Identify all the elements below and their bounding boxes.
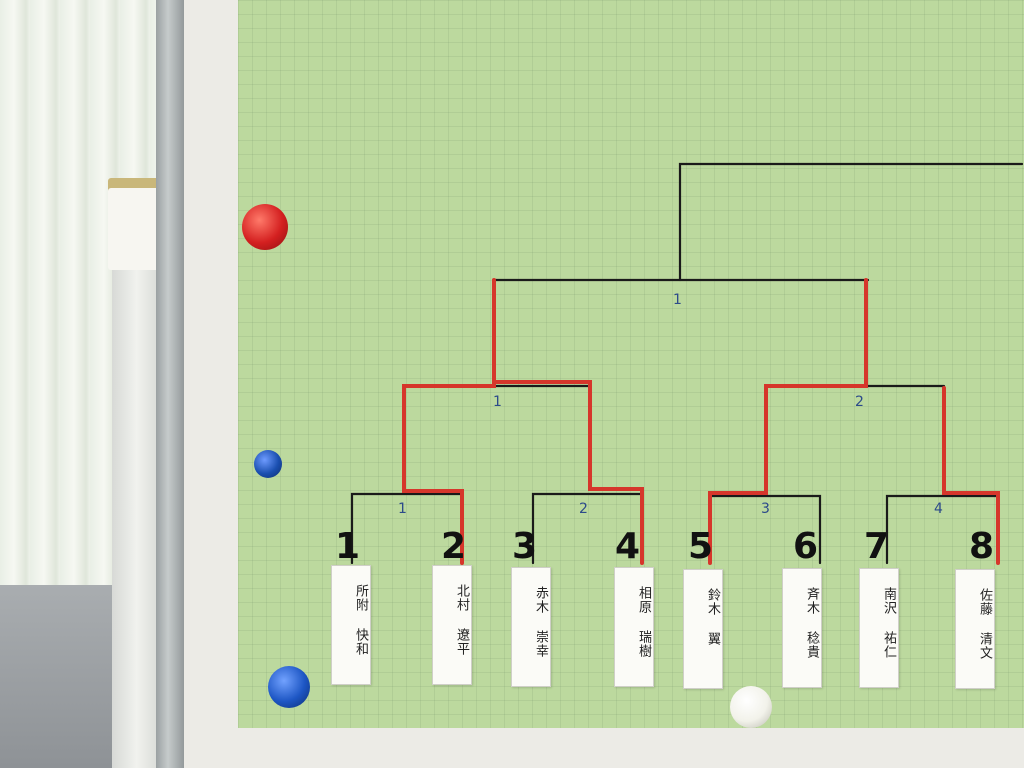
seed-number: 3 xyxy=(512,526,538,567)
semifinal-match-number: 1 xyxy=(673,292,682,308)
winner-path-seed-4 xyxy=(492,380,644,565)
pillar-cap xyxy=(108,178,160,270)
round1-match-number: 4 xyxy=(934,501,943,517)
player-surname: 鈴木 xyxy=(705,588,720,616)
player-given-name: 稔貴 xyxy=(804,631,819,659)
player-given-name: 清文 xyxy=(977,632,992,660)
winner-path-seed-2 xyxy=(402,278,496,565)
round1-match-number: 1 xyxy=(398,501,407,517)
round1-match-number: 2 xyxy=(579,501,588,517)
player-surname: 相原 xyxy=(636,586,651,614)
player-surname: 北村 xyxy=(454,584,469,612)
red-magnet[interactable] xyxy=(242,204,288,250)
blue-magnet-large[interactable] xyxy=(268,666,310,708)
white-magnet[interactable] xyxy=(730,686,772,728)
round2-match-number: 1 xyxy=(493,394,502,410)
player-surname: 所附 xyxy=(353,584,368,612)
player-surname: 赤木 xyxy=(533,586,548,614)
seed-number: 2 xyxy=(441,526,467,567)
player-surname: 南沢 xyxy=(881,587,896,615)
seed-number: 8 xyxy=(969,526,995,567)
winner-path-seed-8 xyxy=(942,386,1000,565)
player-nameplate: 相原瑞樹 xyxy=(614,567,654,687)
seed-number: 1 xyxy=(335,526,361,567)
player-given-name: 瑞樹 xyxy=(636,630,651,658)
round2-match-number: 2 xyxy=(855,394,864,410)
whiteboard-frame xyxy=(156,0,186,768)
bracket-lines xyxy=(350,162,1024,565)
player-nameplate: 北村遼平 xyxy=(432,565,472,685)
player-given-name: 快和 xyxy=(353,628,368,656)
player-given-name: 崇幸 xyxy=(533,630,548,658)
player-nameplate: 斉木稔貴 xyxy=(782,568,822,688)
player-nameplate: 赤木崇幸 xyxy=(511,567,551,687)
round1-match-number: 3 xyxy=(761,501,770,517)
winner-highlight-lines xyxy=(402,278,1000,565)
seed-number: 6 xyxy=(793,526,819,567)
seed-number: 7 xyxy=(864,526,890,567)
player-surname: 佐藤 xyxy=(977,588,992,616)
blue-magnet-small[interactable] xyxy=(254,450,282,478)
player-nameplate: 鈴木翼 xyxy=(683,569,723,689)
winner-path-seed-5 xyxy=(708,278,868,565)
player-given-name: 翼 xyxy=(705,632,720,646)
player-surname: 斉木 xyxy=(804,587,819,615)
player-given-name: 祐仁 xyxy=(881,631,896,659)
player-nameplate: 所附快和 xyxy=(331,565,371,685)
player-given-name: 遼平 xyxy=(454,628,469,656)
seed-number: 5 xyxy=(688,526,714,567)
seed-number: 4 xyxy=(615,526,641,567)
final-connector xyxy=(678,162,1024,282)
player-nameplate: 佐藤清文 xyxy=(955,569,995,689)
player-nameplate: 南沢祐仁 xyxy=(859,568,899,688)
